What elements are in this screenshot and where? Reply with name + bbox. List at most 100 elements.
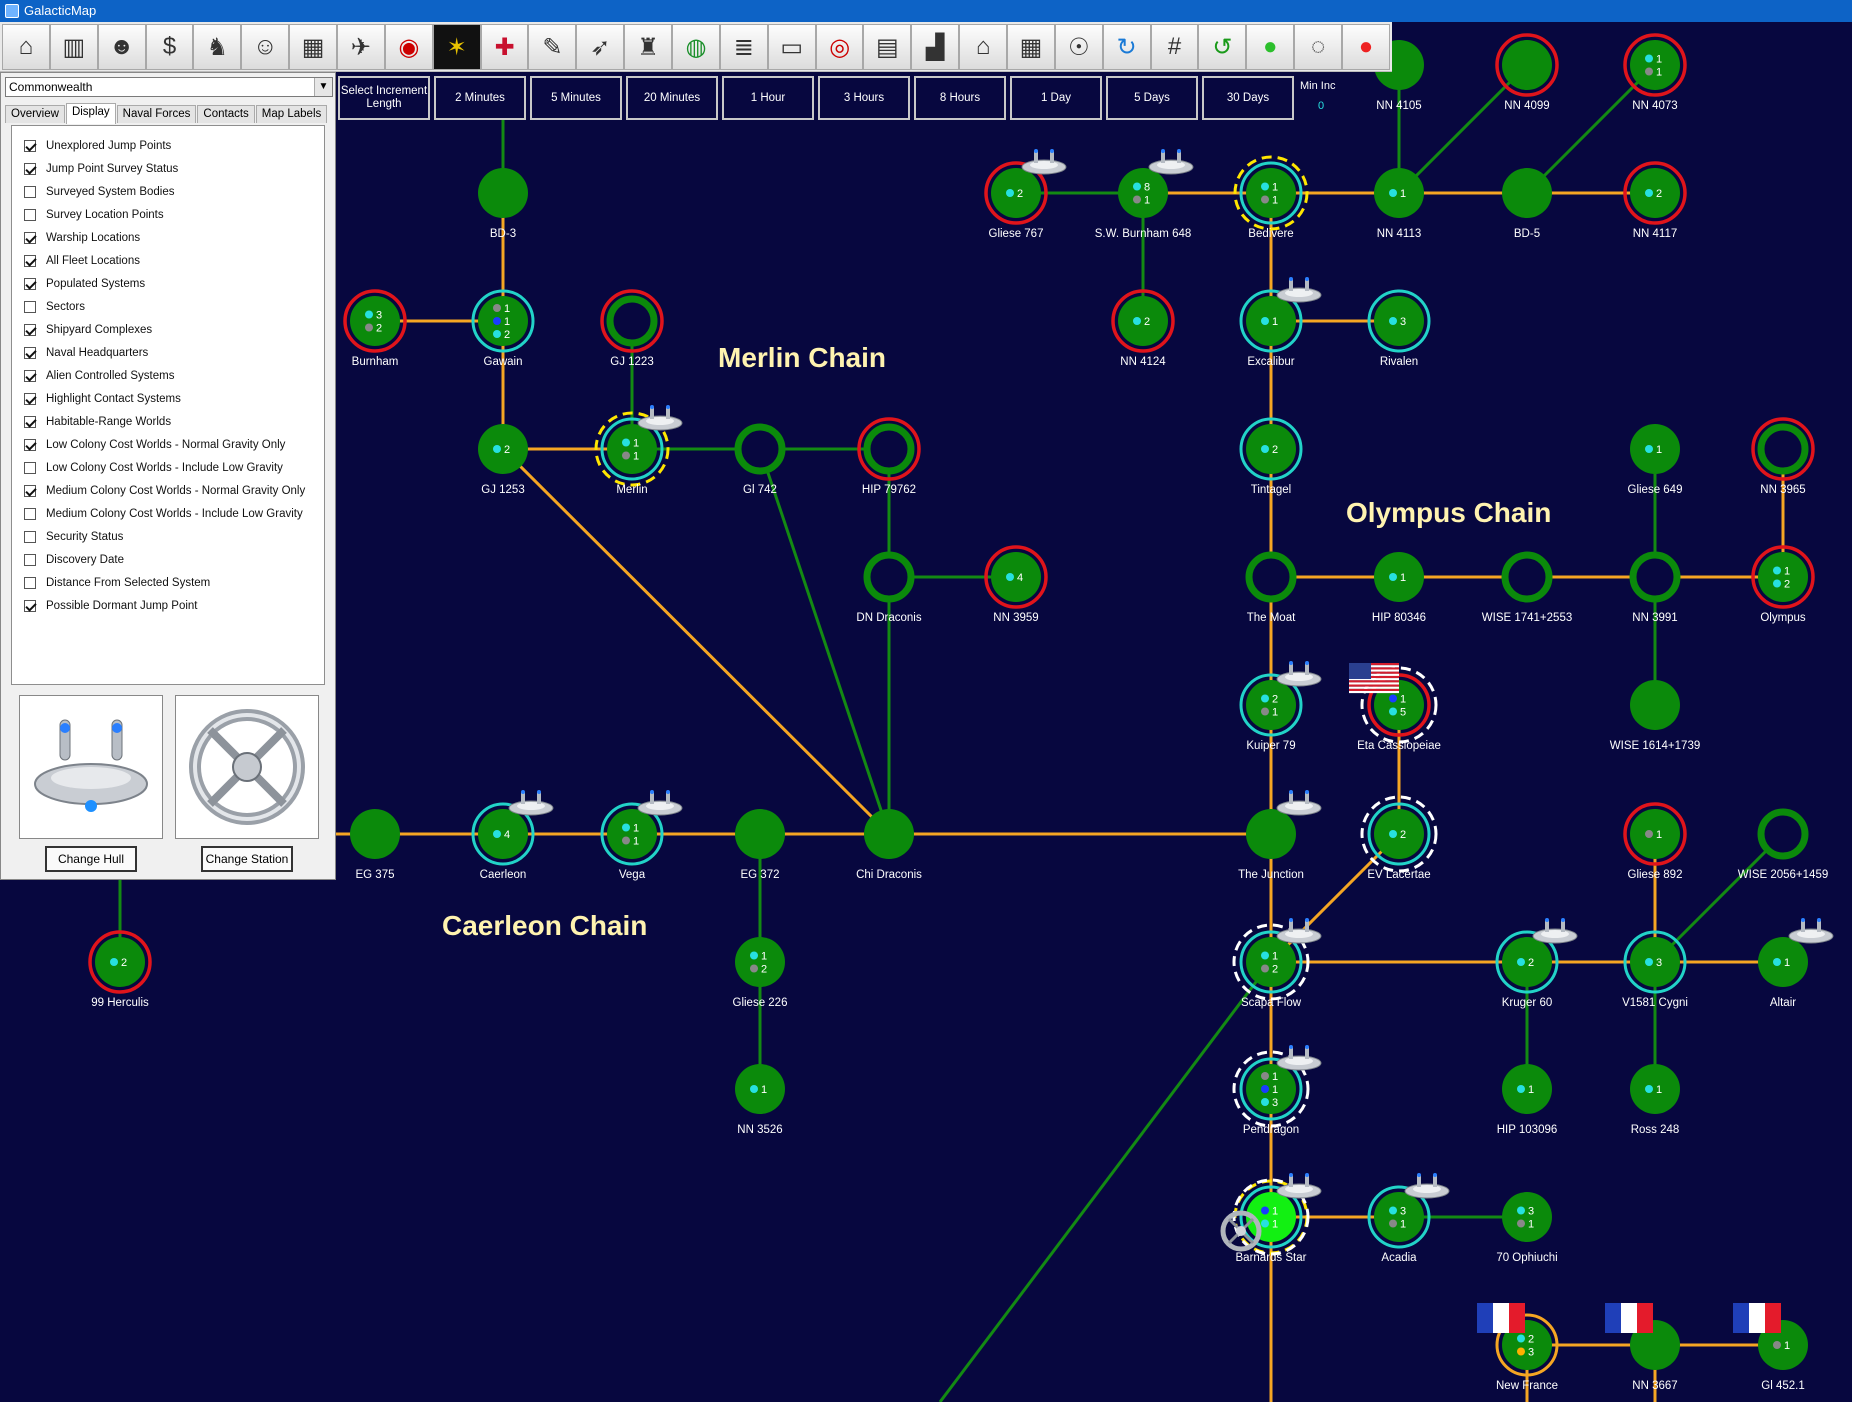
chevron-down-icon[interactable]: ▼ — [314, 78, 332, 96]
option-checkbox[interactable] — [24, 231, 36, 244]
option-checkbox[interactable] — [24, 323, 36, 336]
system-evlac[interactable]: 2EV Lacertae — [1360, 795, 1438, 881]
system-nn4124[interactable]: 2NN 4124 — [1111, 289, 1175, 368]
increment-5-minutes-button[interactable]: 5 Minutes — [530, 76, 622, 120]
system-wise1614[interactable]: WISE 1614+1739 — [1610, 680, 1700, 752]
tab-naval-forces[interactable]: Naval Forces — [116, 105, 197, 123]
walker-button[interactable]: ♞ — [193, 24, 242, 70]
option-row[interactable]: Low Colony Cost Worlds - Normal Gravity … — [24, 433, 324, 456]
system-wise2056[interactable]: WISE 2056+1459 — [1738, 808, 1828, 881]
option-checkbox[interactable] — [24, 392, 36, 405]
option-row[interactable]: Discovery Date — [24, 548, 324, 571]
option-row[interactable]: Highlight Contact Systems — [24, 387, 324, 410]
database-button[interactable]: ≣ — [719, 24, 768, 70]
option-checkbox[interactable] — [24, 599, 36, 612]
artillery-button[interactable]: ♜ — [624, 24, 673, 70]
select-increment-length-button[interactable]: Select Increment Length — [338, 76, 430, 120]
option-checkbox[interactable] — [24, 139, 36, 152]
change-hull-button[interactable]: Change Hull — [45, 846, 137, 872]
option-checkbox[interactable] — [24, 162, 36, 175]
system-chidraconis[interactable]: Chi Draconis — [856, 809, 922, 881]
screen-button[interactable]: ▭ — [767, 24, 816, 70]
option-checkbox[interactable] — [24, 576, 36, 589]
system-gj1223[interactable]: GJ 1223 — [600, 289, 664, 368]
skyscraper-button[interactable]: ▥ — [49, 24, 98, 70]
option-row[interactable]: Medium Colony Cost Worlds - Normal Gravi… — [24, 479, 324, 502]
system-bd5[interactable]: BD-5 — [1502, 168, 1552, 240]
increment-3-hours-button[interactable]: 3 Hours — [818, 76, 910, 120]
system-hip79762[interactable]: HIP 79762 — [857, 417, 921, 496]
system-eg372[interactable]: EG 372 — [735, 809, 785, 881]
calendar-button[interactable]: ▦ — [1007, 24, 1055, 70]
radar-button[interactable]: ◉ — [384, 24, 433, 70]
capitol-button[interactable]: ⌂ — [959, 24, 1008, 70]
option-checkbox[interactable] — [24, 530, 36, 543]
notepad-button[interactable]: ✎ — [528, 24, 577, 70]
option-row[interactable]: Warship Locations — [24, 226, 324, 249]
option-row[interactable]: Survey Location Points — [24, 203, 324, 226]
option-checkbox[interactable] — [24, 185, 36, 198]
increment-30-days-button[interactable]: 30 Days — [1202, 76, 1294, 120]
system-gl742[interactable]: Gl 742 — [734, 423, 786, 496]
system-nn4113[interactable]: 1NN 4113 — [1374, 168, 1424, 240]
option-row[interactable]: Possible Dormant Jump Point — [24, 594, 324, 617]
option-row[interactable]: Distance From Selected System — [24, 571, 324, 594]
home-button[interactable]: ⌂ — [2, 24, 50, 70]
change-station-button[interactable]: Change Station — [201, 846, 293, 872]
option-checkbox[interactable] — [24, 346, 36, 359]
option-checkbox[interactable] — [24, 300, 36, 313]
missile-button[interactable]: ➶ — [576, 24, 625, 70]
tab-contacts[interactable]: Contacts — [197, 105, 255, 123]
globe-button[interactable]: ◍ — [672, 24, 720, 70]
system-nn4117[interactable]: 2NN 4117 — [1623, 161, 1687, 240]
grid-button[interactable]: # — [1150, 24, 1199, 70]
star-system-button[interactable]: ✶ — [432, 24, 481, 70]
system-nn3991[interactable]: NN 3991 — [1629, 551, 1681, 624]
green-globe-button[interactable]: ● — [1246, 24, 1295, 70]
circuit-button[interactable]: ▤ — [863, 24, 912, 70]
system-herculis[interactable]: 299 Herculis — [88, 930, 152, 1009]
option-row[interactable]: Security Status — [24, 525, 324, 548]
system-themoat[interactable]: The Moat — [1245, 551, 1297, 624]
people-button[interactable]: ☻ — [97, 24, 146, 70]
option-checkbox[interactable] — [24, 553, 36, 566]
option-row[interactable]: Jump Point Survey Status — [24, 157, 324, 180]
increment-1-hour-button[interactable]: 1 Hour — [722, 76, 814, 120]
option-row[interactable]: Populated Systems — [24, 272, 324, 295]
system-gj1253[interactable]: 2GJ 1253 — [478, 424, 528, 496]
option-checkbox[interactable] — [24, 415, 36, 428]
starship-button[interactable]: ✈ — [337, 24, 385, 70]
system-dndraconis[interactable]: DN Draconis — [856, 551, 922, 624]
system-swburnham[interactable]: 81S.W. Burnham 648 — [1095, 168, 1192, 240]
undo-button[interactable]: ↺ — [1198, 24, 1247, 70]
option-checkbox[interactable] — [24, 277, 36, 290]
union-jack-button[interactable]: ✚ — [480, 24, 529, 70]
system-nn4099[interactable]: NN 4099 — [1495, 33, 1559, 112]
eye-button[interactable]: ◎ — [815, 24, 864, 70]
option-checkbox[interactable] — [24, 208, 36, 221]
option-checkbox[interactable] — [24, 369, 36, 382]
option-checkbox[interactable] — [24, 254, 36, 267]
option-row[interactable]: Medium Colony Cost Worlds - Include Low … — [24, 502, 324, 525]
option-checkbox[interactable] — [24, 507, 36, 520]
race-select[interactable]: Commonwealth ▼ — [5, 77, 333, 97]
officer-button[interactable]: ☺ — [241, 24, 290, 70]
